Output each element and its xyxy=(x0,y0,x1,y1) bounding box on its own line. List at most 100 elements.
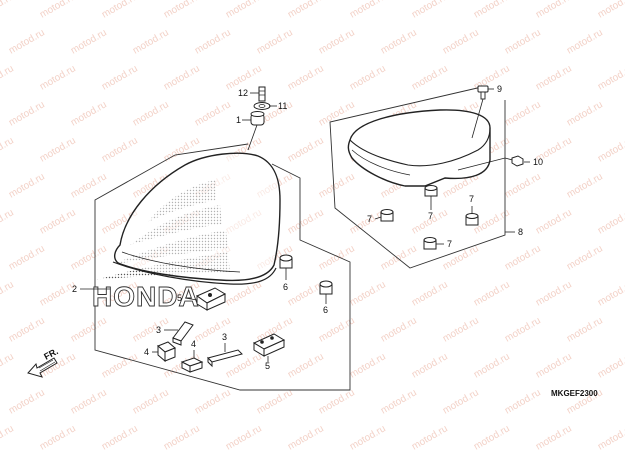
collar-1-leader xyxy=(247,124,258,151)
watermark-text: motod.ru xyxy=(100,351,140,380)
watermark-text: motod.ru xyxy=(565,27,605,56)
watermark-text: motod.ru xyxy=(317,171,357,200)
watermark-text: motod.ru xyxy=(565,171,605,200)
watermark-text: motod.ru xyxy=(0,351,16,380)
watermark-text: motod.ru xyxy=(224,423,264,452)
callout-3-a: 3 xyxy=(156,325,161,335)
bolt-12 xyxy=(258,86,266,102)
grommet-7-c xyxy=(465,213,479,226)
watermark-text: motod.ru xyxy=(348,423,388,452)
watermark-text: motod.ru xyxy=(472,0,512,21)
callout-5-b: 5 xyxy=(265,361,270,371)
watermark-text: motod.ru xyxy=(38,207,78,236)
watermark-text: motod.ru xyxy=(286,135,326,164)
callout-12: 12 xyxy=(238,88,248,98)
watermark-text: motod.ru xyxy=(441,27,481,56)
watermark-text: motod.ru xyxy=(0,207,16,236)
watermark-text: motod.ru xyxy=(131,27,171,56)
watermark-text: motod.ru xyxy=(317,243,357,272)
watermark-text: motod.ru xyxy=(379,27,419,56)
callout-7-a: 7 xyxy=(367,214,372,224)
watermark-text: motod.ru xyxy=(565,315,605,344)
callout-1: 1 xyxy=(236,115,241,125)
watermark-text: motod.ru xyxy=(0,279,16,308)
watermark-text: motod.ru xyxy=(286,0,326,21)
grommet-7-a xyxy=(424,185,438,197)
nut-10 xyxy=(511,155,524,167)
watermark-text: motod.ru xyxy=(410,351,450,380)
watermark-text: motod.ru xyxy=(131,99,171,128)
watermark-text: motod.ru xyxy=(286,207,326,236)
watermark-text: motod.ru xyxy=(441,315,481,344)
leader-lines xyxy=(80,88,530,362)
callout-6-b: 6 xyxy=(323,305,328,315)
watermark-text: motod.ru xyxy=(596,423,625,452)
watermark-text: motod.ru xyxy=(286,63,326,92)
callout-10: 10 xyxy=(533,157,543,167)
watermark-text: motod.ru xyxy=(100,0,140,21)
callout-11: 11 xyxy=(278,101,287,111)
watermark-text: motod.ru xyxy=(69,315,109,344)
watermark-text: motod.ru xyxy=(472,351,512,380)
watermark-text: motod.ru xyxy=(7,387,47,416)
callout-3-b: 3 xyxy=(222,332,227,342)
watermark-text: motod.ru xyxy=(317,27,357,56)
watermark-text: motod.ru xyxy=(7,171,47,200)
watermark-text: motod.ru xyxy=(255,27,295,56)
watermark-text: motod.ru xyxy=(565,99,605,128)
watermark-text: motod.ru xyxy=(38,63,78,92)
watermark-text: motod.ru xyxy=(317,387,357,416)
watermark-text: motod.ru xyxy=(193,27,233,56)
watermark-text: motod.ru xyxy=(69,99,109,128)
watermark-text: motod.ru xyxy=(503,387,543,416)
watermark-text: motod.ru xyxy=(410,63,450,92)
watermark-text: motod.ru xyxy=(503,27,543,56)
watermark-text: motod.ru xyxy=(193,387,233,416)
collar-1 xyxy=(250,111,265,126)
watermark-text: motod.ru xyxy=(69,387,109,416)
watermark-text: motod.ru xyxy=(503,243,543,272)
watermark-text: motod.ru xyxy=(441,387,481,416)
watermark-text: motod.ru xyxy=(534,351,574,380)
callout-9: 9 xyxy=(497,84,502,94)
watermark-text: motod.ru xyxy=(379,315,419,344)
watermark-text: motod.ru xyxy=(38,135,78,164)
watermark-text: motod.ru xyxy=(596,351,625,380)
watermark-text: motod.ru xyxy=(69,243,109,272)
watermark-text: motod.ru xyxy=(0,63,16,92)
callout-7-b: 7 xyxy=(428,211,433,221)
watermark-text: motod.ru xyxy=(69,171,109,200)
watermark-text: motod.ru xyxy=(410,423,450,452)
washer-11 xyxy=(253,102,271,110)
callout-5-a: 5 xyxy=(177,293,182,303)
bracket-5-b xyxy=(252,333,286,357)
watermark-text: motod.ru xyxy=(162,423,202,452)
watermark-text: motod.ru xyxy=(100,423,140,452)
watermark-text: motod.ru xyxy=(317,315,357,344)
watermark-text: motod.ru xyxy=(193,99,233,128)
watermark-text: motod.ru xyxy=(565,243,605,272)
callout-2: 2 xyxy=(72,284,77,294)
watermark-text: motod.ru xyxy=(100,63,140,92)
watermark-text: motod.ru xyxy=(503,171,543,200)
rubber-6-b xyxy=(319,280,333,295)
rubber-4-b xyxy=(180,357,204,373)
rubber-6-a xyxy=(279,254,293,269)
watermark-text: motod.ru xyxy=(224,0,264,21)
watermark-layer: motod.ru motod.ru motod.ru motod.ru motod.ru… xyxy=(0,0,625,453)
watermark-text: motod.ru xyxy=(69,27,109,56)
watermark-text: motod.ru xyxy=(503,99,543,128)
watermark-text: motod.ru xyxy=(7,27,47,56)
watermark-text: motod.ru xyxy=(0,0,16,21)
bolt-9-leader xyxy=(471,98,484,139)
watermark-text: motod.ru xyxy=(534,207,574,236)
rear-seat-group-outline xyxy=(329,85,506,269)
watermark-text: motod.ru xyxy=(7,315,47,344)
rubber-4-a xyxy=(157,341,176,363)
grommet-7-b xyxy=(380,209,394,222)
callout-7-d: 7 xyxy=(447,239,452,249)
watermark-text: motod.ru xyxy=(286,351,326,380)
watermark-text: motod.ru xyxy=(472,423,512,452)
watermark-text: motod.ru xyxy=(7,243,47,272)
